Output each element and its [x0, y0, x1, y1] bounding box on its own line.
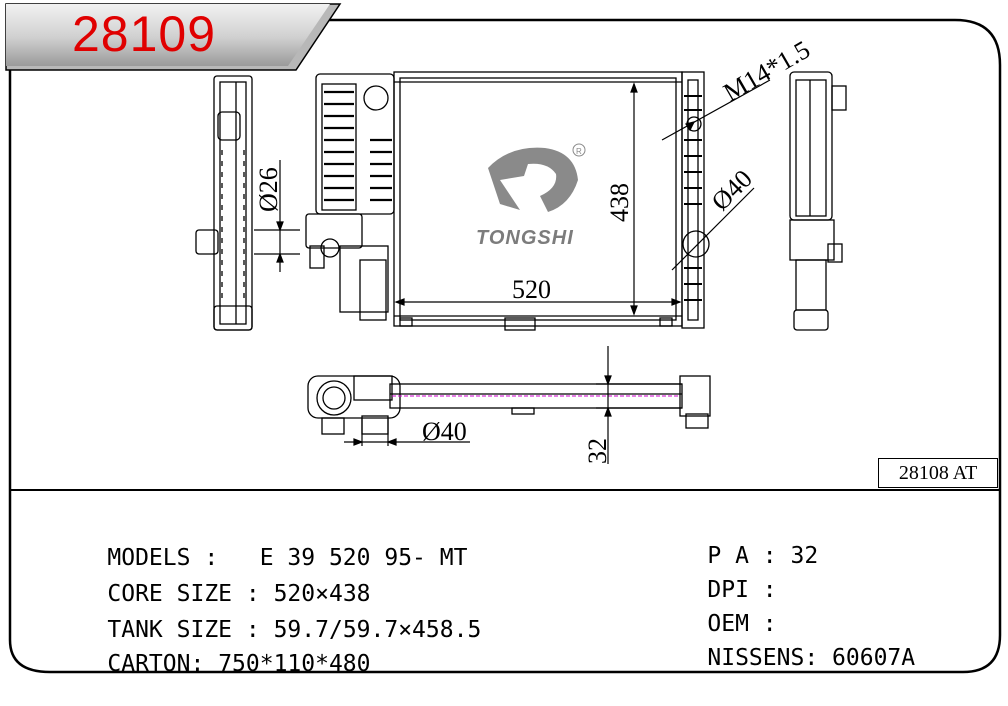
side-inlet-label: Ø26	[254, 167, 283, 212]
reference-number: 28108 AT	[878, 458, 998, 488]
spec-sheet: Ø26	[5, 3, 1002, 677]
brand-name: TONGSHI	[476, 227, 574, 249]
pa-value: 32	[790, 543, 819, 569]
tank-size-row: TANK SIZE : 59.7/59.7×458.5	[52, 588, 481, 672]
oem-row: OEM :	[652, 582, 791, 666]
nissens-label: NISSENS:	[707, 645, 819, 671]
models-row: MODELS : E 39 520 95- MT	[52, 516, 467, 600]
core-size-row: CORE SIZE : 520×438	[52, 552, 371, 636]
height-label: 438	[605, 183, 634, 222]
pa-row: P A : 32	[652, 514, 818, 598]
width-dimension	[394, 298, 682, 306]
carton-label: CARTON:	[107, 651, 205, 677]
height-dimension	[630, 82, 638, 316]
thread-leader	[661, 79, 771, 141]
right-tank-ribs	[684, 95, 702, 301]
radiator-top-view	[307, 375, 711, 435]
tank-size-value: 59.7/59.7×458.5	[273, 617, 482, 643]
bottom-pipe-label: Ø40	[422, 417, 467, 446]
registered-mark: R	[576, 147, 582, 156]
oem-label: OEM :	[707, 611, 777, 637]
tongshi-logo: R TONGSHI	[476, 143, 586, 249]
part-number: 28109	[72, 6, 217, 62]
nissens-row: NISSENS: 60607A	[652, 616, 915, 700]
dpi-row: DPI :	[652, 548, 791, 632]
radiator-front-view	[305, 71, 710, 331]
outlet-label: Ø40	[706, 164, 758, 216]
carton-value: 750*110*480	[218, 651, 371, 677]
thickness-label: 32	[583, 438, 612, 464]
outlet-leader	[671, 187, 755, 271]
outer-frame	[8, 18, 1002, 674]
carton-row: CARTON: 750*110*480	[52, 622, 371, 706]
core-size-label: CORE SIZE :	[107, 581, 260, 607]
width-label: 520	[512, 275, 551, 304]
nissens-value: 60607A	[832, 645, 916, 671]
right-side-view	[789, 71, 847, 331]
pa-label: P A :	[707, 543, 777, 569]
core-size-value: 520×438	[273, 581, 371, 607]
side-inlet-dimension	[254, 160, 300, 272]
dpi-label: DPI :	[707, 577, 777, 603]
thickness-dimension	[596, 346, 682, 464]
sheet-frame: Ø26	[5, 3, 1002, 674]
thread-label: M14*1.5	[719, 35, 815, 107]
tank-size-label: TANK SIZE :	[107, 617, 260, 643]
models-value: E 39 520 95- MT	[259, 545, 468, 571]
part-badge-shape	[5, 3, 342, 71]
left-side-view	[195, 75, 253, 331]
models-label: MODELS :	[107, 545, 219, 571]
left-tank-ribs	[324, 90, 392, 202]
bottom-pipe-dimension	[344, 418, 470, 446]
